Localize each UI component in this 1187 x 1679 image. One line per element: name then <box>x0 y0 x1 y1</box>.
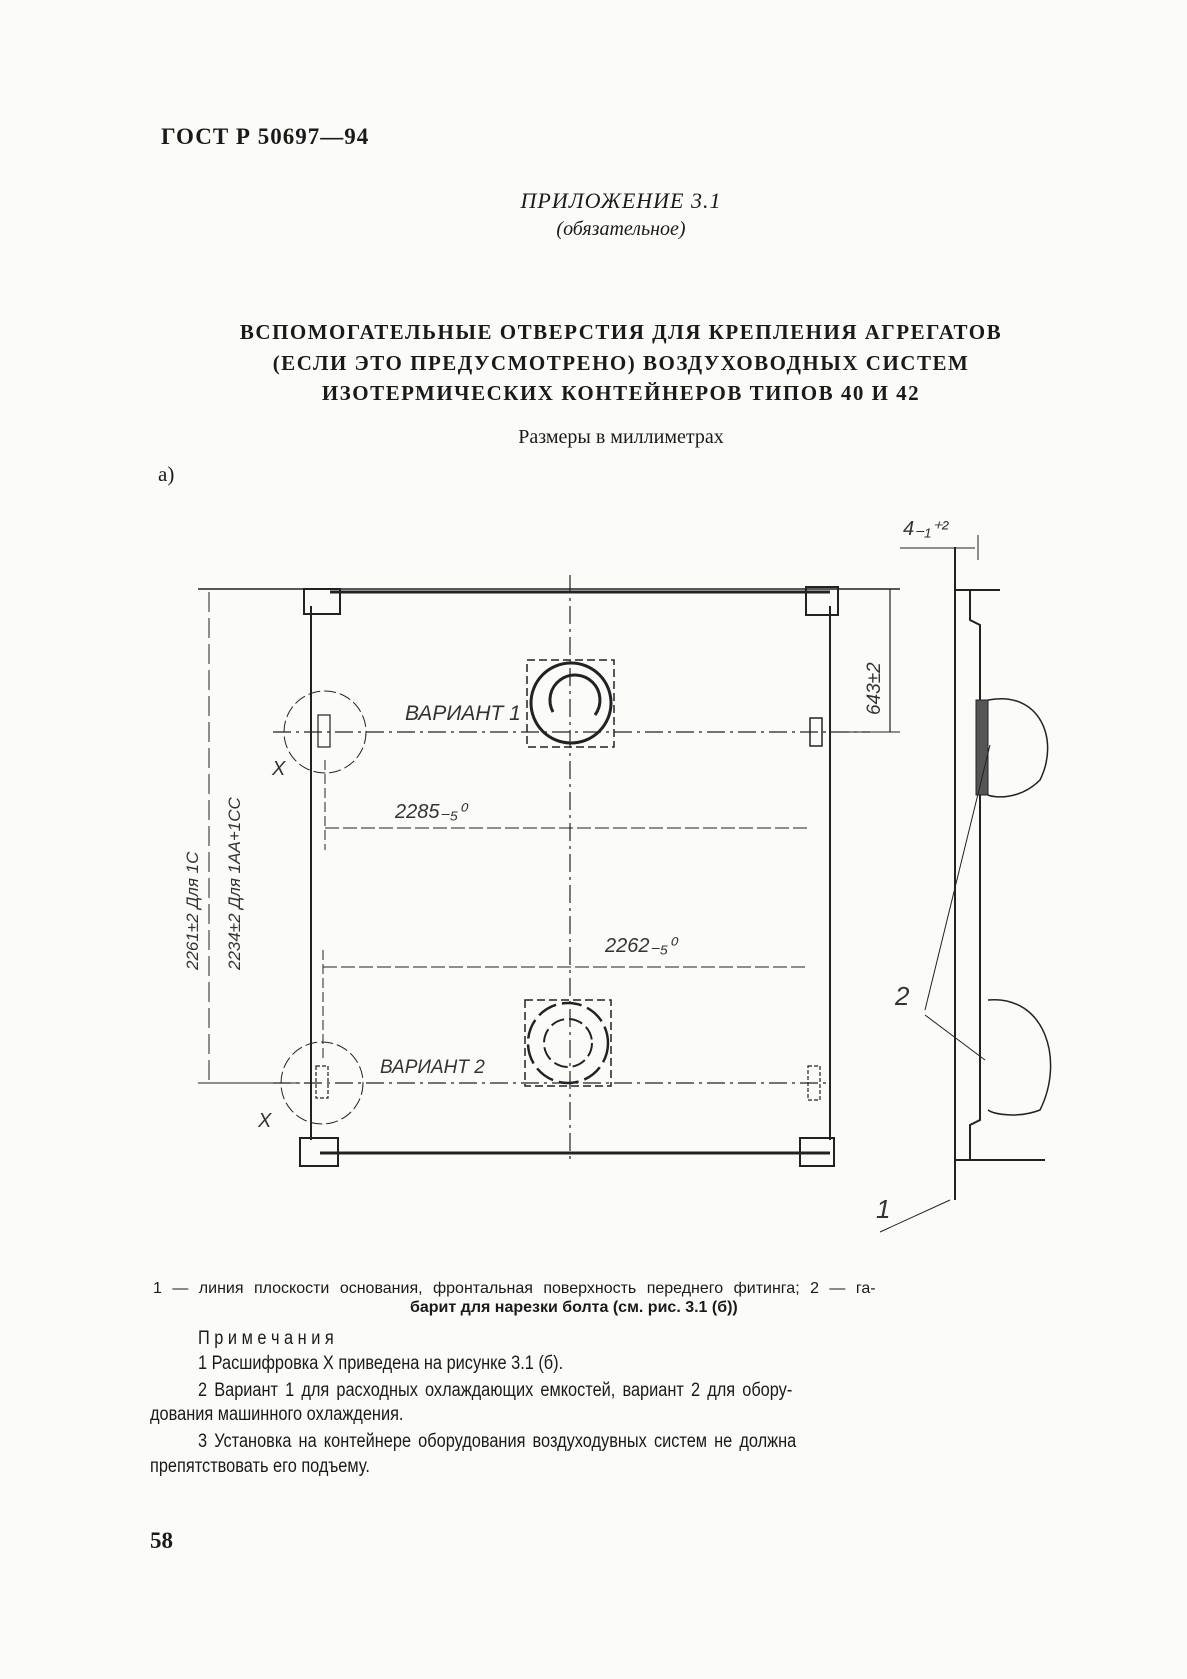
note-3: 3 Установка на контейнере оборудования в… <box>198 1431 797 1452</box>
variant2-square <box>524 999 612 1087</box>
note-2-cont: дования машинного охлаждения. <box>150 1404 404 1425</box>
x-label-bottom: X <box>257 1110 272 1132</box>
callout-2-leader-b <box>924 1014 986 1061</box>
corner-fitting-br <box>799 1137 835 1167</box>
slot-top-right <box>809 717 823 747</box>
note-2: 2 Вариант 1 для расходных охлаждающих ем… <box>198 1380 793 1401</box>
title-line-2: (ЕСЛИ ЭТО ПРЕДУСМОТРЕНО) ВОЗДУХОВОДНЫХ С… <box>272 351 970 375</box>
x-label-top: X <box>271 758 286 780</box>
callout-1-leader <box>879 1199 951 1233</box>
standard-code: ГОСТ Р 50697—94 <box>161 124 370 149</box>
dim-2262-label: 2262₋₅⁰ <box>604 935 679 957</box>
bolt-envelope-bottom <box>987 999 1052 1116</box>
variant1-label: ВАРИАНТ 1 <box>405 702 521 725</box>
variant2-inner-circle <box>543 1018 593 1068</box>
variant2-outer-circle <box>526 1001 610 1085</box>
corner-fitting-tl <box>303 588 341 615</box>
vertical-dim-label-2: 2234±2 Для 1АА+1СС <box>225 797 244 971</box>
page-number: 58 <box>150 1528 173 1553</box>
variant2-label: ВАРИАНТ 2 <box>380 1057 485 1078</box>
note-3-cont: препятствовать его подъему. <box>150 1456 370 1477</box>
slot-bottom-right <box>807 1065 821 1101</box>
corner-fitting-bl <box>299 1137 339 1167</box>
slot-bottom-left <box>315 1065 329 1099</box>
notes-heading: П р и м е ч а н и я <box>198 1328 334 1349</box>
dimensions-note: Размеры в миллиметрах <box>518 426 724 448</box>
title-line-1: ВСПОМОГАТЕЛЬНЫЕ ОТВЕРСТИЯ ДЛЯ КРЕПЛЕНИЯ … <box>239 320 1003 344</box>
detail-x-circle-top <box>283 690 367 774</box>
callout-1-label: 1 <box>876 1194 890 1224</box>
vertical-dim-label-1: 2261±2 Для 1С <box>183 851 202 971</box>
bolt-envelope-top <box>987 697 1049 798</box>
caption-line-2: барит для нарезки болта (см. рис. 3.1 (б… <box>410 1299 738 1316</box>
corner-fitting-tr <box>805 586 839 616</box>
side-profile <box>954 547 1045 1200</box>
dim-643-label: 643±2 <box>864 662 885 715</box>
note-1: 1 Расшифровка X приведена на рисунке 3.1… <box>198 1353 564 1374</box>
appendix-label: ПРИЛОЖЕНИЕ 3.1 <box>520 188 722 213</box>
callout-2-label: 2 <box>894 981 910 1011</box>
variant1-inner-arc <box>548 673 602 716</box>
dim-2285-label: 2285₋₅⁰ <box>394 801 469 823</box>
callout-2-leader-a <box>924 744 991 1011</box>
slot-top-left <box>317 714 331 748</box>
title-line-3: ИЗОТЕРМИЧЕСКИХ КОНТЕЙНЕРОВ ТИПОВ 40 И 42 <box>321 381 921 405</box>
appendix-status: (обязательное) <box>556 218 686 240</box>
variant1-outer-circle <box>529 661 613 745</box>
dim-4-label: 4₋₁⁺² <box>903 518 950 540</box>
caption-line-1: 1 — линия плоскости основания, фронтальн… <box>153 1280 876 1297</box>
variant1-square <box>526 659 615 748</box>
figure-sublabel: а) <box>158 462 175 486</box>
hatched-mount-top <box>975 699 989 796</box>
